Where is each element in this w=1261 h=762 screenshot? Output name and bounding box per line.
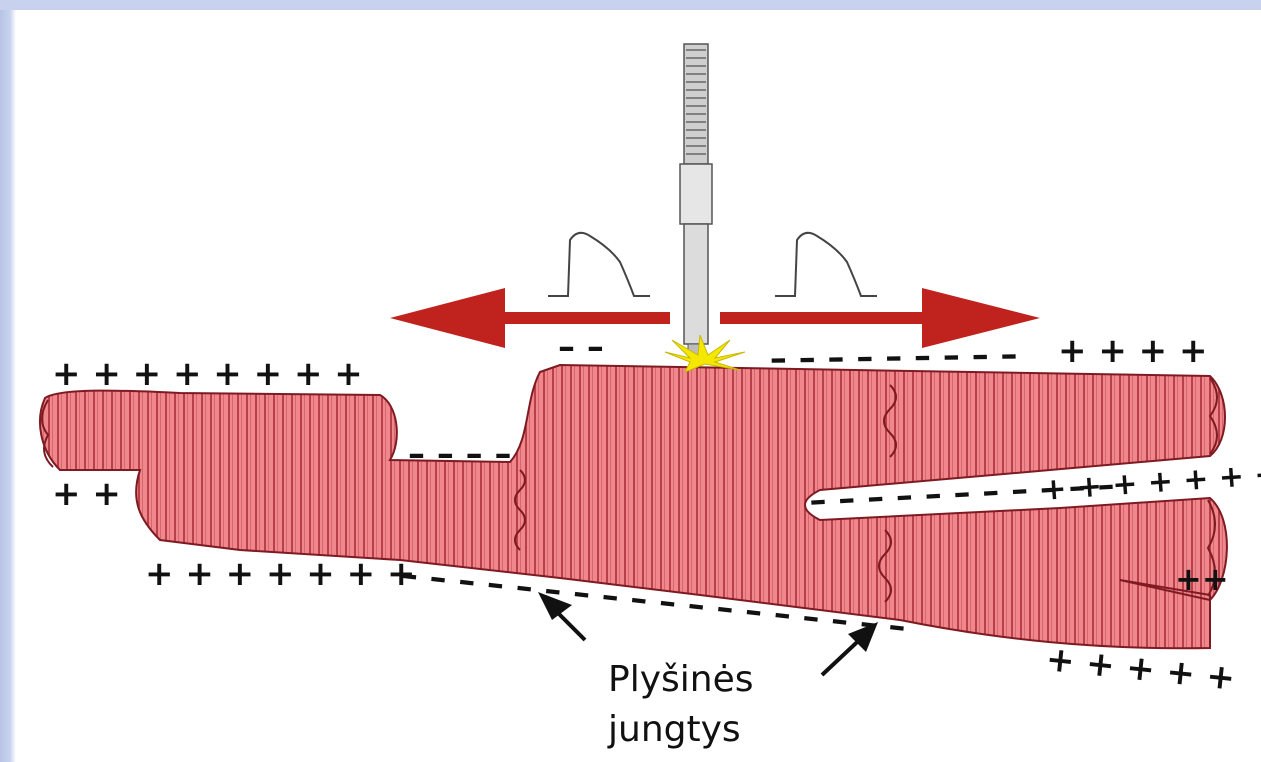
charge-fork-plus: ++ (1175, 560, 1229, 598)
charge-bottom-plus: + + + + + + + (145, 554, 415, 594)
caption-line-1: Plyšinės (608, 655, 828, 705)
microelectrode-icon (680, 44, 712, 356)
charge-left-plus: + + (52, 474, 121, 514)
action-potential-icon (548, 233, 650, 296)
action-potential-icon (775, 233, 877, 296)
caption-line-2: jungtys (608, 705, 828, 755)
charge-top-dash: – – – – – – – – – (769, 335, 1017, 379)
charge-top-left: + + + + + + + + (52, 354, 363, 394)
arrow-left-icon (390, 288, 670, 348)
gap-junction-caption: Plyšinės jungtys (608, 655, 828, 755)
charge-top-right-plus: + + + + (1058, 331, 1207, 371)
charge-notch-minus: – – – – (408, 434, 512, 474)
charge-top-minus: – – (558, 327, 604, 367)
